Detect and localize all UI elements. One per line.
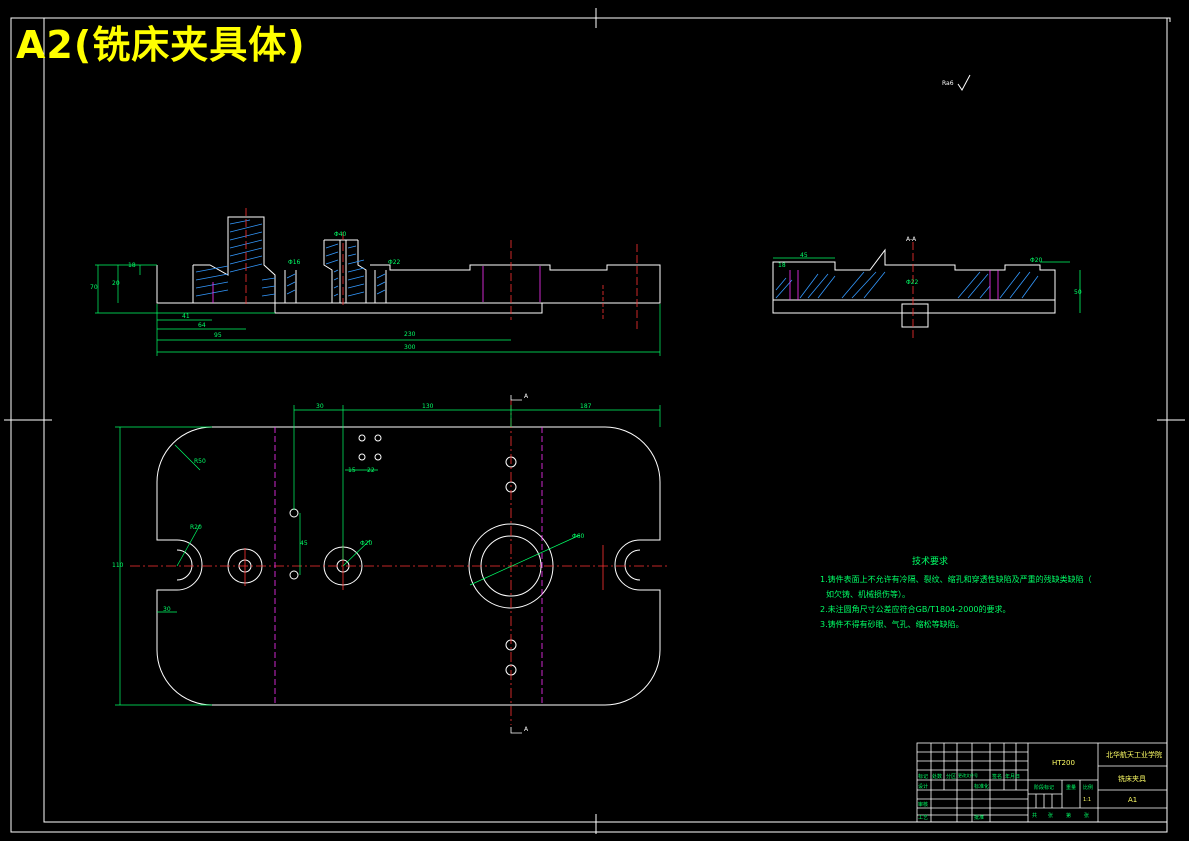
tech-req-item: 如欠铸、机械损伤等）。	[826, 590, 910, 599]
section-view-hatch	[775, 271, 1039, 299]
dim-text: 130	[422, 403, 434, 410]
title-block-material: HT200	[1052, 759, 1075, 767]
dim-text: 110	[112, 562, 124, 569]
dim-text: 64	[198, 322, 206, 329]
title-block-label: 比例	[1083, 785, 1094, 791]
title-block-label: 共	[1032, 813, 1038, 819]
tech-req-heading: 技术要求	[911, 557, 948, 567]
section-view-lines	[773, 242, 1081, 340]
title-block-label: 张	[1048, 813, 1054, 819]
tech-req-item: 1.铸件表面上不允许有冷隔、裂纹、缩孔和穿透性缺陷及严重的残缺类缺陷（	[820, 575, 1092, 584]
dim-text: Φ60	[572, 533, 585, 540]
title-block-label: 年月日	[1005, 774, 1021, 780]
dim-text: R20	[190, 524, 202, 531]
front-view-centerlines	[212, 208, 638, 330]
title-block-label: 阶段标记	[1034, 785, 1055, 791]
title-block-label: 张	[1084, 813, 1090, 819]
dim-text: 30	[163, 606, 171, 613]
title-block-school: 北华航天工业学院	[1106, 751, 1162, 759]
dim-text: Φ16	[288, 259, 301, 266]
title-block-part-name: 铣床夹具	[1118, 775, 1146, 783]
dim-text: 20	[112, 280, 120, 287]
front-view-dimensions	[95, 264, 661, 356]
dim-text: 41	[182, 313, 190, 320]
dim-text: Φ22	[388, 259, 401, 266]
section-view	[772, 248, 1056, 328]
title-block-label: 批准	[974, 815, 985, 821]
drawing-frame	[4, 8, 1185, 834]
dim-text: Φ20	[1030, 257, 1043, 264]
title-block-label: 标记	[918, 774, 929, 780]
dim-text: Φ20	[360, 540, 373, 547]
dim-text: 70	[90, 284, 98, 291]
dim-text: 50	[1074, 289, 1082, 296]
dim-text: 15	[348, 467, 356, 474]
section-mark-label: A-A	[906, 236, 917, 243]
dim-text: 187	[580, 403, 592, 410]
title-block-label: 设计	[918, 784, 929, 790]
plan-view-dimensions	[115, 405, 661, 706]
dim-text: 18	[128, 262, 136, 269]
plan-view-centerlines	[130, 400, 668, 725]
title-block-label: 签名	[992, 774, 1003, 780]
title-block-label: 分区	[946, 774, 957, 780]
dim-text: 18	[778, 262, 786, 269]
title-block-label: 标准化	[974, 784, 990, 790]
dim-text: 45	[300, 540, 308, 547]
roughness-label: Ra6	[942, 80, 954, 87]
title-block-label: 审核	[918, 802, 929, 808]
title-block-scale: 1:1	[1083, 797, 1092, 803]
dim-text: 95	[214, 332, 222, 339]
tech-req-item: 3.铸件不得有砂眼、气孔、缩松等缺陷。	[820, 620, 964, 629]
dim-text: 300	[404, 344, 416, 351]
title-block-label: 更改文件号	[958, 773, 978, 778]
drawing-title: A2(铣床夹具体)	[16, 23, 306, 67]
front-view-hatch	[195, 219, 386, 297]
front-view	[156, 216, 661, 314]
title-block-label: 重量	[1066, 785, 1077, 791]
dim-text: 45	[800, 252, 808, 259]
title-block-label: 第	[1066, 813, 1072, 819]
section-arrow-top: A	[524, 393, 529, 400]
title-block-label: 处数	[932, 774, 943, 780]
dim-text: R50	[194, 458, 206, 465]
title-block-label: 工艺	[918, 815, 929, 821]
dim-text: Φ22	[906, 279, 919, 286]
technical-requirements: 技术要求 1.铸件表面上不允许有冷隔、裂纹、缩孔和穿透性缺陷及严重的残缺类缺陷（…	[820, 555, 1092, 632]
tech-req-item: 2.未注圆角尺寸公差应符合GB/T1804-2000的要求。	[820, 605, 1011, 614]
section-arrow-bottom: A	[524, 726, 529, 733]
dim-text: 230	[404, 331, 416, 338]
title-block-drawing-no: A1	[1128, 796, 1138, 804]
title-block	[916, 742, 1168, 823]
section-arrows	[510, 395, 522, 734]
roughness-symbol	[957, 74, 971, 91]
dim-text: 30	[316, 403, 324, 410]
dim-text: 22	[367, 467, 375, 474]
dim-text: Φ40	[334, 231, 347, 238]
